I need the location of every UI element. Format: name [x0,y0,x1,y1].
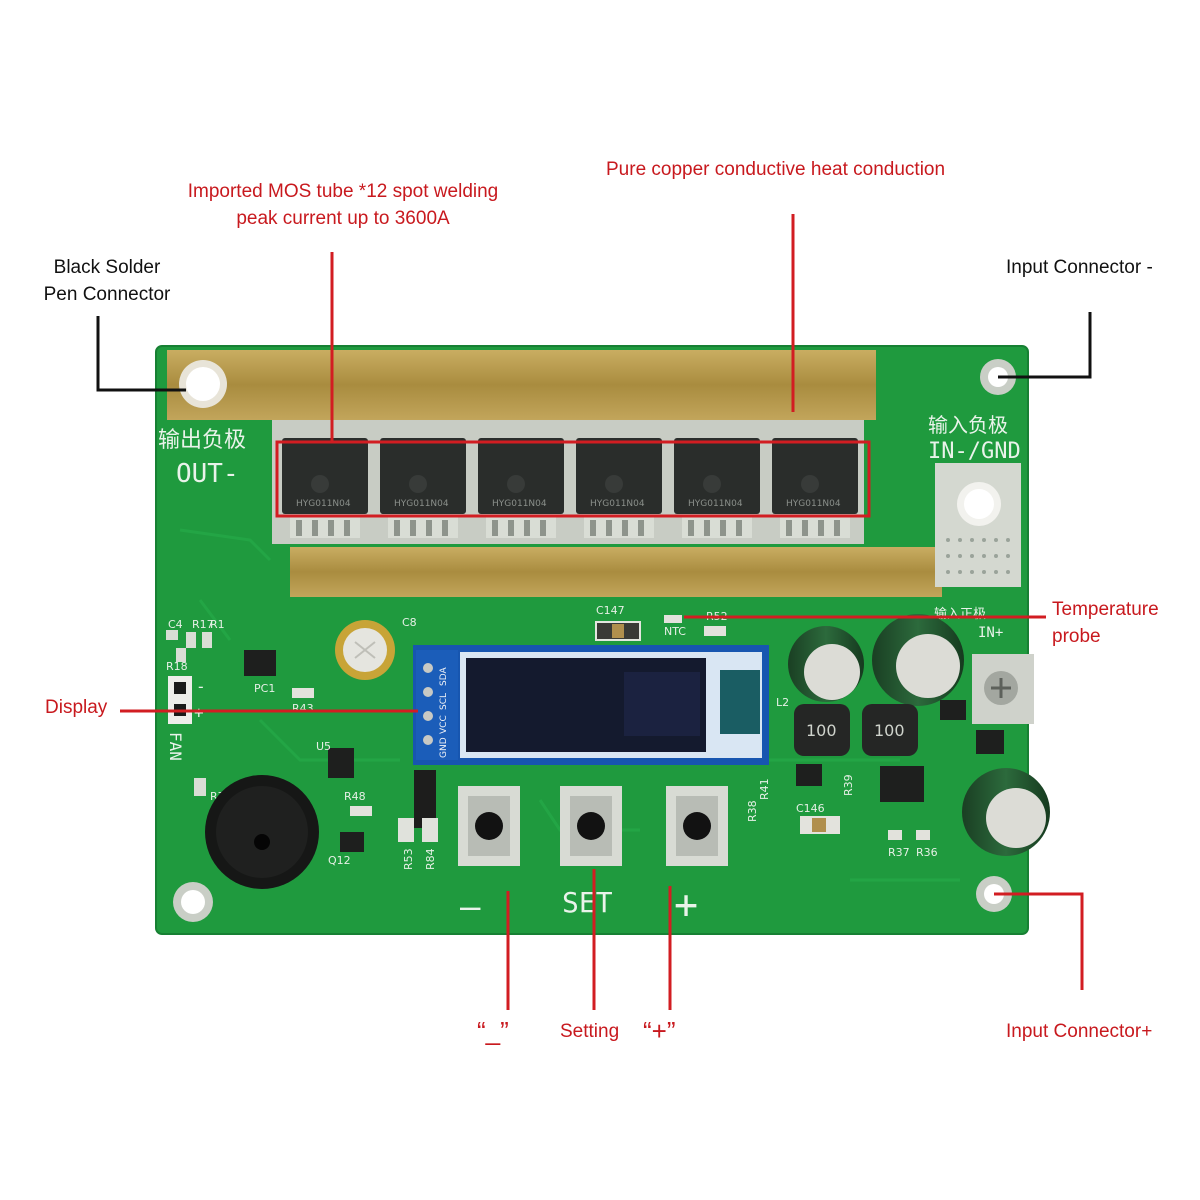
silk-r43: R43 [292,702,314,715]
silk-c4: C4 [168,618,183,631]
inductor-2-label: 100 [874,721,905,740]
silk-ntc: NTC [664,625,686,638]
fan-minus-label: - [196,677,206,696]
black-leader-lines [96,312,1092,392]
copper-bar-top [167,350,876,420]
button-minus-switch [458,786,520,866]
btn-plus-silk: + [674,882,698,928]
inductor-1 [794,704,850,756]
copper-bar-bottom [290,547,942,597]
silk-c147: C147 [596,604,625,617]
silk-r53: R53 [402,848,415,870]
oled-pin-vcc: VCC [439,715,449,734]
silk-r84: R84 [424,848,437,870]
silk-u5: U5 [316,740,331,753]
annotation-setting: Setting [560,1021,620,1042]
set-silk: SET [562,886,613,919]
annotation-black-pen-line2: Pen Connector [43,284,171,305]
mosfet-mark: HYG011N04 [786,499,841,509]
annotation-input-neg: Input Connector - [1006,257,1153,278]
in-cn-label: 输入负极 [928,413,1008,437]
oled-pin-scl: SCL [439,693,449,710]
optocoupler [244,650,276,676]
silk-r41: R41 [758,778,771,800]
mosfet-mark: HYG011N04 [688,499,743,509]
in-label: IN-/GND [928,439,1021,464]
silk-r36: R36 [916,846,938,859]
silk-r1: R1 [210,618,225,631]
oled-pin-sda: SDA [439,667,449,686]
silk-l2: L2 [776,696,789,709]
leader-black-pen [96,316,186,392]
silk-r48: R48 [344,790,366,803]
leader-input-neg [998,312,1092,379]
annotation-temp-line1: Temperature [1052,599,1159,620]
annotation-mos-line1: Imported MOS tube *12 spot welding [187,181,499,202]
inductor-2 [862,704,918,756]
in-plus-cn-label: 输入正极 [934,606,986,622]
silk-r38: R38 [746,800,759,822]
annotation-plus: “+” [643,1016,676,1046]
annotation-mos-line2: peak current up to 3600A [236,208,450,229]
silk-r37: R37 [888,846,910,859]
ntc-probe [664,615,682,623]
btn-minus-silk: — [460,887,481,927]
silk-pc1: PC1 [254,682,275,695]
silk-c8: C8 [402,616,417,629]
annotation-display: Display [45,697,108,718]
mosfet-mark: HYG011N04 [296,499,351,509]
annotation-temp: Temperature probe [1052,596,1159,650]
annotation-black-pen-line1: Black Solder [53,257,161,278]
button-plus-switch [666,786,728,866]
out-cn-label: 输出负极 [158,428,246,453]
mosfet-mark: HYG011N04 [492,499,547,509]
mosfet-mark: HYG011N04 [394,499,449,509]
mosfet-highlight-box [275,440,871,518]
annotation-input-pos: Input Connector+ [1006,1021,1153,1042]
silk-r18: R18 [166,660,188,673]
silk-c146: C146 [796,802,825,815]
annotation-mos: Imported MOS tube *12 spot welding peak … [170,178,516,232]
mosfet-mark: HYG011N04 [590,499,645,509]
inductor-1-label: 100 [806,721,837,740]
silk-r17: R17 [192,618,214,631]
annotation-black-pen: Black Solder Pen Connector [30,254,184,308]
in-plus-label: IN+ [978,625,1003,641]
annotation-temp-line2: probe [1052,626,1101,647]
annotation-minus: “_” [477,1016,509,1046]
button-set-switch [560,786,622,866]
oled-display-module [413,645,769,765]
red-leader-lines [120,214,1084,1010]
oled-pin-gnd: GND [439,737,449,758]
mosfet-array: HYG011N04 HYG011N04 HYG011N04 HYG011N04 … [272,420,864,544]
annotation-copper: Pure copper conductive heat conduction [606,159,946,180]
out-label: OUT- [176,459,239,489]
silk-r39: R39 [842,774,855,796]
leader-input-pos [994,892,1084,990]
fan-label: FAN [166,732,185,761]
silk-q12: Q12 [328,854,351,867]
